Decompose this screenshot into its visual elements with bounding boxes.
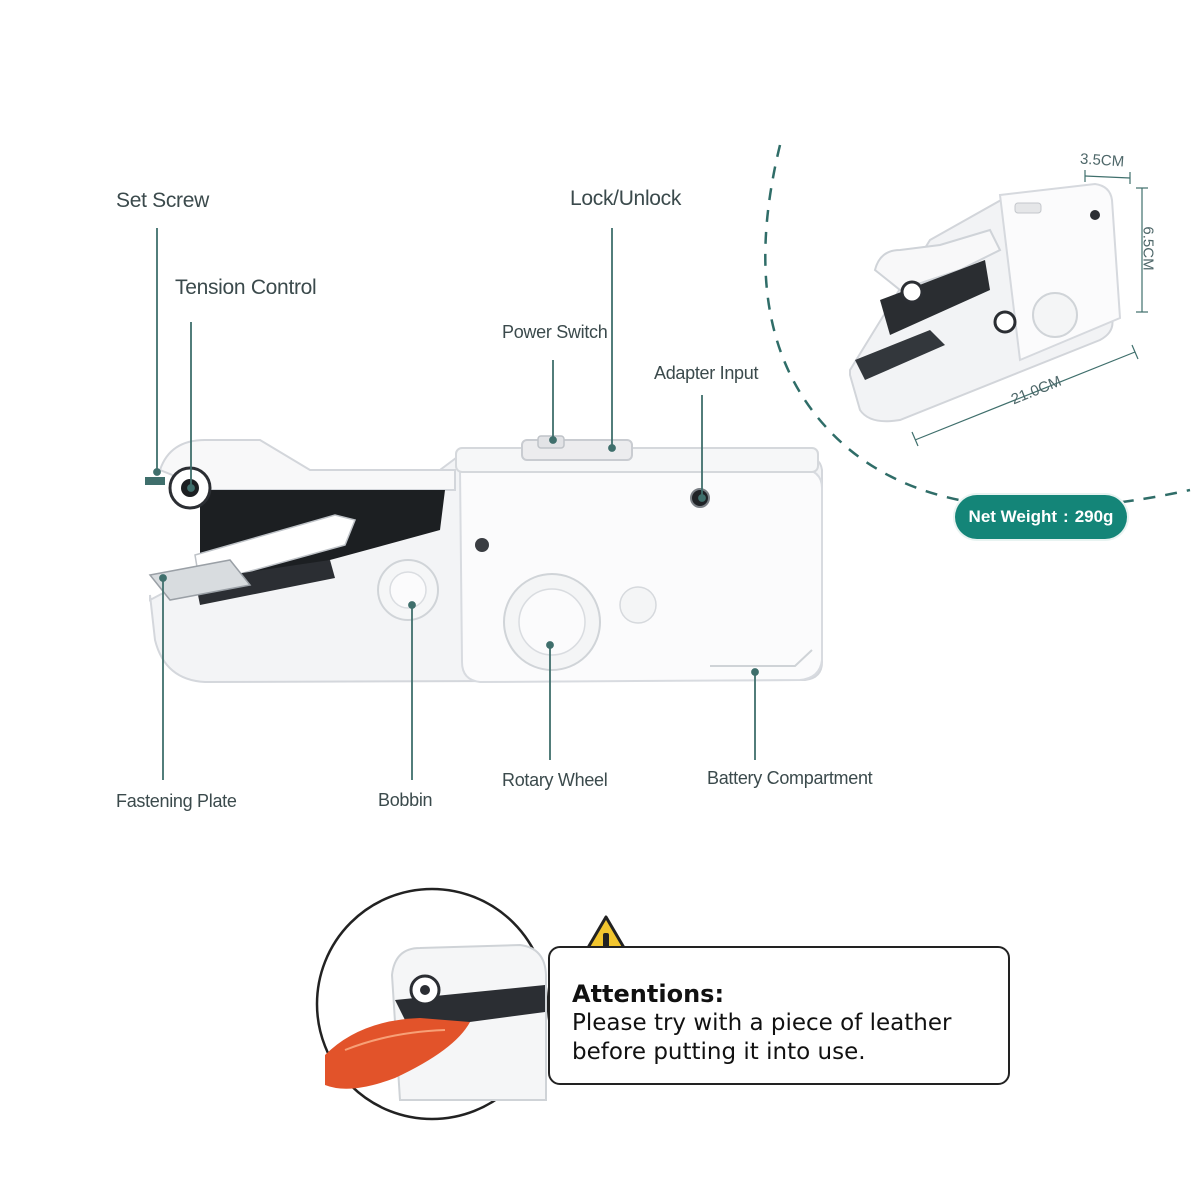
attention-title: Attentions: xyxy=(572,980,725,1008)
net-weight-label: Net Weight xyxy=(968,507,1058,526)
label-lock-unlock: Lock/Unlock xyxy=(570,187,682,210)
leather-test-inset xyxy=(315,887,549,1121)
attention-box xyxy=(548,946,1010,1085)
label-battery-compartment: Battery Compartment xyxy=(707,768,873,788)
net-weight-separator: : xyxy=(1063,507,1069,526)
sewing-machine-inset xyxy=(849,182,1122,423)
leader-lines xyxy=(153,228,759,780)
label-power-switch: Power Switch xyxy=(502,322,608,342)
label-fastening-plate: Fastening Plate xyxy=(116,791,237,811)
dimension-height: 6.5CM xyxy=(1139,226,1157,271)
attention-line-1: Please try with a piece of leather xyxy=(572,1010,952,1036)
label-set-screw: Set Screw xyxy=(116,189,209,212)
net-weight-value: 290g xyxy=(1074,507,1114,526)
label-bobbin: Bobbin xyxy=(378,790,433,810)
attention-line-2: before putting it into use. xyxy=(572,1039,866,1065)
label-adapter-input: Adapter Input xyxy=(654,363,759,383)
sewing-machine-main xyxy=(145,435,823,684)
dimension-width: 3.5CM xyxy=(1079,150,1125,171)
dimension-lines xyxy=(911,170,1148,447)
net-weight-badge: Net Weight : 290g xyxy=(955,495,1127,539)
label-rotary-wheel: Rotary Wheel xyxy=(502,770,608,790)
label-tension-control: Tension Control xyxy=(175,276,317,299)
